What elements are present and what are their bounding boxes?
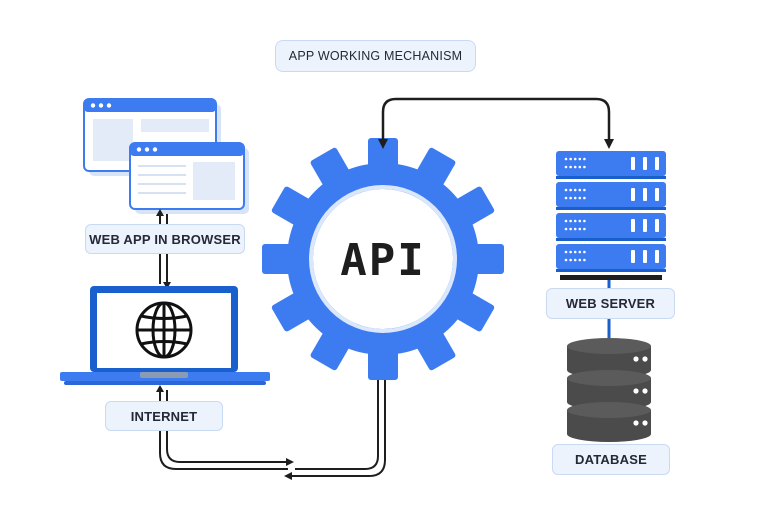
browser-window-icon [83, 98, 249, 214]
database-icon [567, 338, 651, 442]
globe-icon [135, 301, 193, 359]
internet-label: INTERNET [105, 401, 223, 431]
server-rack-icon [556, 151, 666, 280]
web-server-label: WEB SERVER [546, 288, 675, 319]
gear-icon [262, 138, 504, 380]
api-label: API [340, 235, 425, 286]
web-app-label: WEB APP IN BROWSER [85, 224, 245, 254]
diagram-title: APP WORKING MECHANISM [275, 40, 476, 72]
api-server-connector [381, 97, 611, 140]
database-label: DATABASE [552, 444, 670, 475]
internet-api-connector [159, 372, 386, 477]
